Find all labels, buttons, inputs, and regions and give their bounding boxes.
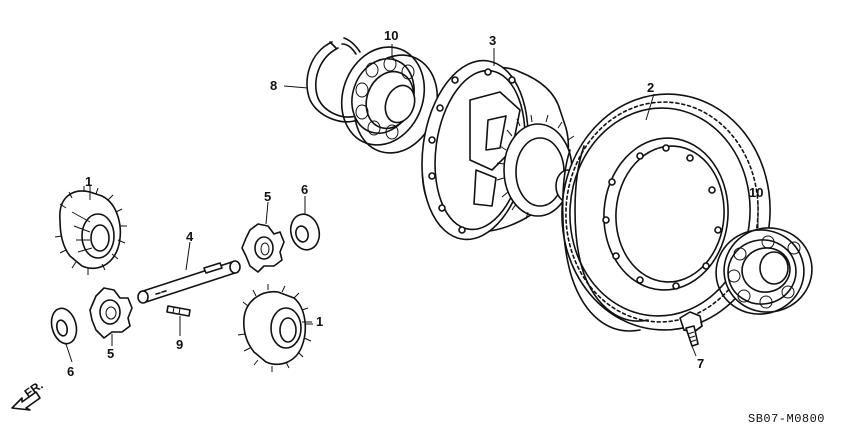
bolt-part [679,311,703,347]
callout-1-lower: 1 [316,314,323,329]
callout-8: 8 [270,78,277,93]
final-driven-gear-part [561,93,771,332]
callout-6-upper: 6 [301,182,308,197]
pinion-gear-lower [89,287,133,339]
callout-6-lower: 6 [67,364,74,379]
callout-labels: 1 1 2 3 4 5 5 6 6 7 8 9 10 10 [67,28,763,379]
leader-lines [65,44,759,363]
callout-4: 4 [186,229,194,244]
bearing-upper [340,46,439,154]
callout-5-lower: 5 [107,346,114,361]
thrust-washer-lower [50,307,78,345]
bearing-lower [715,227,813,315]
callout-3: 3 [489,33,496,48]
thrust-washer-upper [289,213,321,251]
callout-9: 9 [176,337,183,352]
callout-10-lower: 10 [749,185,763,200]
callout-7: 7 [697,356,704,371]
front-direction-label: FR. [22,378,46,401]
lock-pin-part [166,305,191,317]
callout-1-upper: 1 [85,174,92,189]
side-gear-lower [237,284,313,372]
callout-10-upper: 10 [384,28,398,43]
differential-carrier-part [421,59,582,241]
pinion-shaft-part [137,260,241,304]
pinion-gear-upper [241,223,285,273]
callout-2: 2 [647,80,654,95]
callout-5-upper: 5 [264,189,271,204]
side-gear-upper [54,186,127,275]
front-direction-indicator: FR. [11,378,46,411]
diagram-code: SB07-M0800 [748,412,825,426]
